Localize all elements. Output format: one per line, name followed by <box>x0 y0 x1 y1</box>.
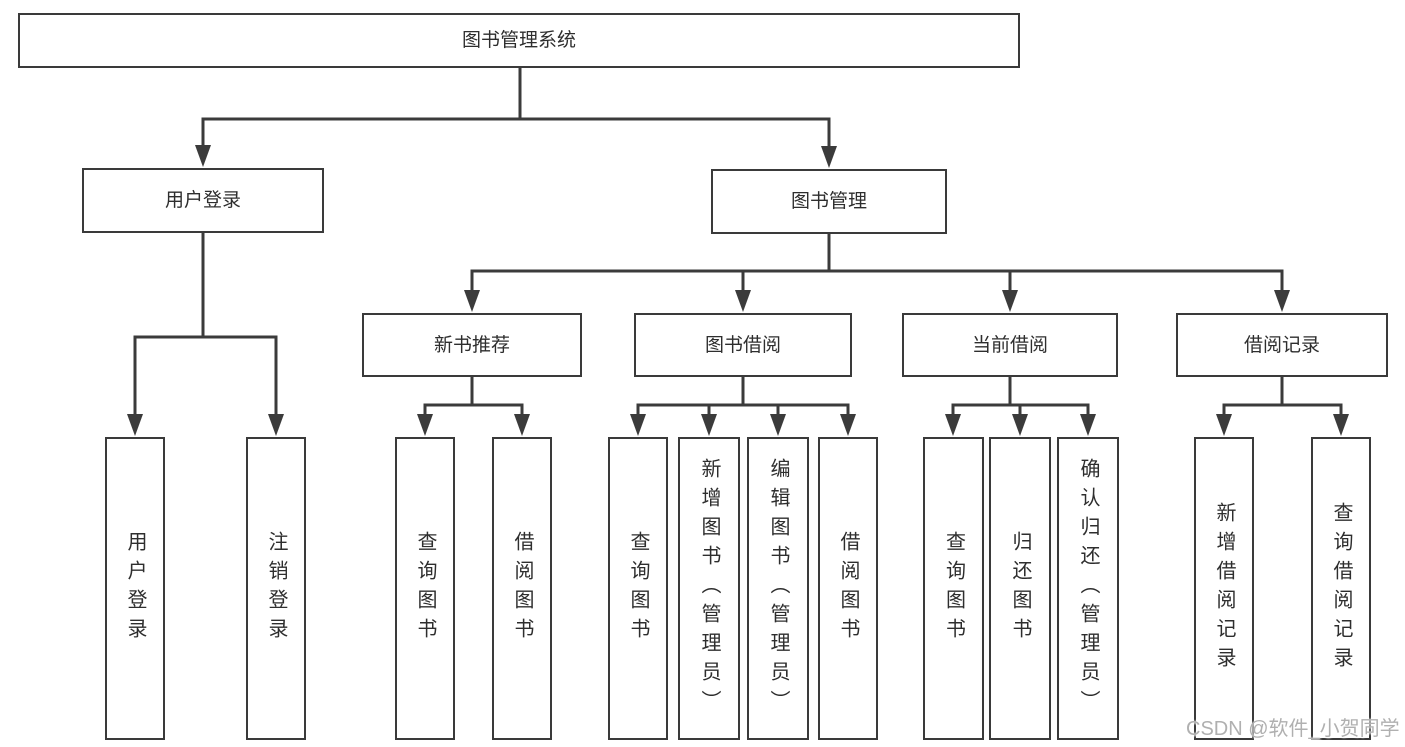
node-borrow-records-label: 借阅记录 <box>1243 334 1320 356</box>
leaf-current-return-book-label: 归还图书 <box>1009 530 1031 647</box>
node-root-label: 图书管理系统 <box>461 30 576 51</box>
connector-borrow-records-children <box>1216 375 1349 436</box>
csdn-watermark: CSDN @软件_小贺同学 <box>1186 718 1400 740</box>
connector-user-login-children <box>127 231 284 436</box>
leaf-borrow-edit-book-admin: 编辑图书（管理员） <box>747 437 809 740</box>
connector-root-to-level2 <box>195 66 837 168</box>
leaf-user-login-label: 用户登录 <box>124 530 146 647</box>
node-current-borrow-label: 当前借阅 <box>971 334 1048 356</box>
node-borrow-records: 借阅记录 <box>1176 313 1388 377</box>
leaf-logout-label: 注销登录 <box>265 530 287 647</box>
leaf-records-query-record: 查询借阅记录 <box>1311 437 1371 740</box>
node-book-borrow: 图书借阅 <box>634 313 852 377</box>
node-root: 图书管理系统 <box>18 13 1020 68</box>
leaf-recommend-query-book: 查询图书 <box>395 437 455 740</box>
node-book-management: 图书管理 <box>711 169 947 234</box>
leaf-current-confirm-return-admin: 确认归还（管理员） <box>1057 437 1119 740</box>
node-book-management-label: 图书管理 <box>790 191 867 212</box>
leaf-borrow-add-book-admin: 新增图书（管理员） <box>678 437 740 740</box>
leaf-records-add-record-label: 新增借阅记录 <box>1213 501 1235 676</box>
leaf-borrow-borrow-book: 借阅图书 <box>818 437 878 740</box>
node-new-book-recommend: 新书推荐 <box>362 313 582 377</box>
leaf-current-query-book: 查询图书 <box>923 437 984 740</box>
leaf-current-return-book: 归还图书 <box>989 437 1051 740</box>
leaf-records-add-record: 新增借阅记录 <box>1194 437 1254 740</box>
leaf-user-login: 用户登录 <box>105 437 165 740</box>
leaf-recommend-borrow-book-label: 借阅图书 <box>511 530 533 647</box>
node-current-borrow: 当前借阅 <box>902 313 1118 377</box>
leaf-records-query-record-label: 查询借阅记录 <box>1330 501 1352 676</box>
leaf-borrow-edit-book-admin-label: 编辑图书（管理员） <box>767 458 789 719</box>
node-user-login: 用户登录 <box>82 168 324 233</box>
connector-current-borrow-children <box>945 375 1096 436</box>
leaf-borrow-add-book-admin-label: 新增图书（管理员） <box>698 458 720 719</box>
connector-new-book-recommend-children <box>417 375 530 436</box>
connector-book-management-to-level3 <box>464 232 1290 312</box>
leaf-borrow-query-book-label: 查询图书 <box>627 530 649 647</box>
leaf-recommend-borrow-book: 借阅图书 <box>492 437 552 740</box>
leaf-recommend-query-book-label: 查询图书 <box>414 530 436 647</box>
leaf-borrow-borrow-book-label: 借阅图书 <box>837 530 859 647</box>
node-new-book-recommend-label: 新书推荐 <box>433 334 510 356</box>
leaf-current-confirm-return-admin-label: 确认归还（管理员） <box>1077 458 1099 719</box>
leaf-logout: 注销登录 <box>246 437 306 740</box>
leaf-current-query-book-label: 查询图书 <box>942 530 965 647</box>
leaf-borrow-query-book: 查询图书 <box>608 437 668 740</box>
connector-book-borrow-children <box>630 375 856 436</box>
node-book-borrow-label: 图书借阅 <box>704 334 781 356</box>
node-user-login-label: 用户登录 <box>164 190 241 211</box>
